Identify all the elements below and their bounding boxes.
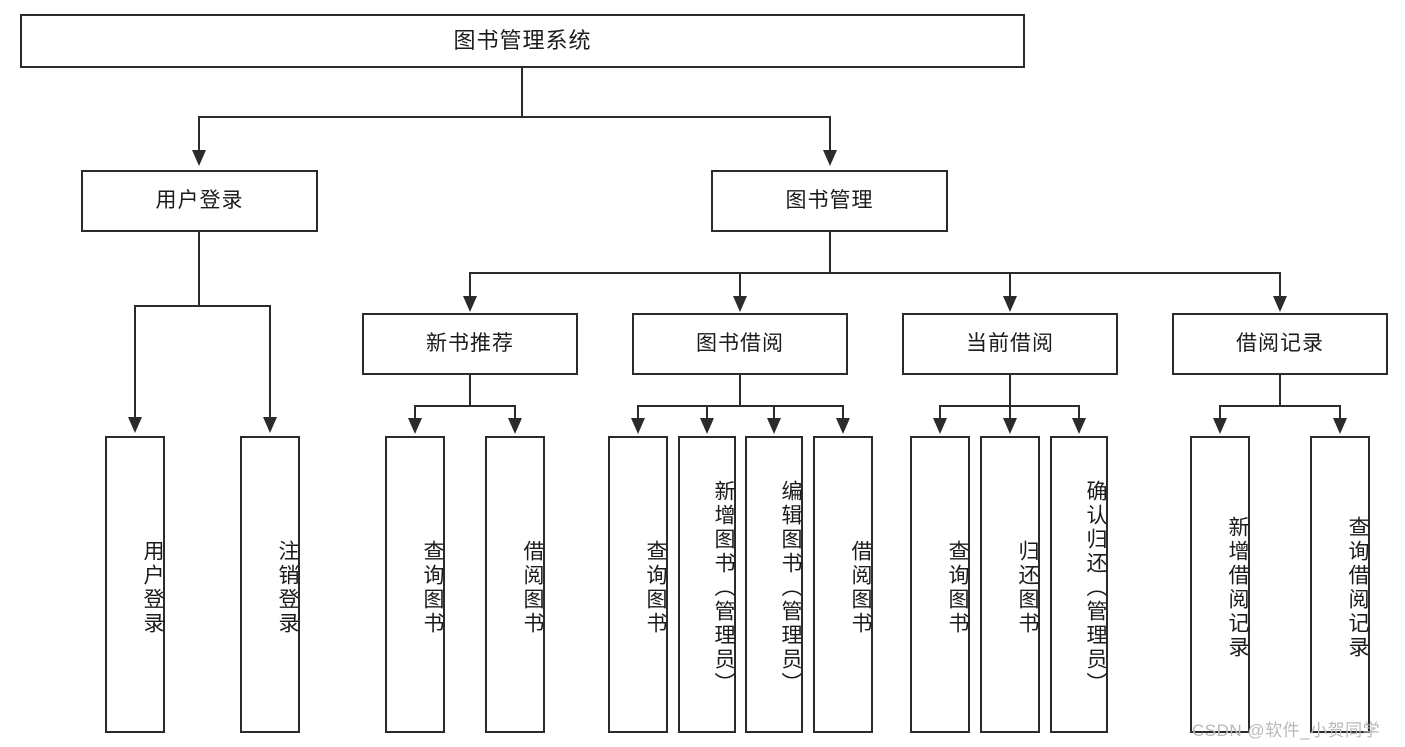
node-label: 用户登录 bbox=[155, 189, 244, 213]
arrowhead-leaf-add-book bbox=[700, 418, 714, 434]
connector-user-login-bus bbox=[134, 305, 270, 307]
leaf-add-borrow-record[interactable]: 新增借阅记录 bbox=[1190, 436, 1250, 733]
connector-borrow-record-bus bbox=[1219, 405, 1340, 407]
leaf-return-book[interactable]: 归还图书 bbox=[980, 436, 1040, 733]
connector-drop-leaf-query-book-1 bbox=[414, 405, 416, 419]
arrowhead-leaf-add-record bbox=[1213, 418, 1227, 434]
leaf-query-book-current[interactable]: 查询图书 bbox=[910, 436, 970, 733]
arrowhead-borrow-record bbox=[1273, 296, 1287, 312]
arrowhead-book-borrow bbox=[733, 296, 747, 312]
node-label: 新书推荐 bbox=[426, 332, 514, 356]
connector-book-borrow-bus bbox=[637, 405, 843, 407]
node-label: 借阅图书 bbox=[521, 539, 544, 636]
leaf-borrow-book[interactable]: 借阅图书 bbox=[813, 436, 873, 733]
node-label: 新增图书（管理员） bbox=[712, 479, 735, 696]
connector-drop-leaf-add-record bbox=[1219, 405, 1221, 419]
arrowhead-leaf-logout bbox=[263, 417, 277, 433]
connector-drop-borrow-record bbox=[1279, 272, 1281, 297]
node-label: 图书借阅 bbox=[696, 332, 784, 356]
connector-drop-leaf-borrow-book-1 bbox=[514, 405, 516, 419]
connector-drop-leaf-add-book bbox=[706, 405, 708, 419]
connector-drop-book-manage bbox=[829, 116, 831, 152]
node-label: 查询图书 bbox=[946, 539, 969, 636]
connector-drop-leaf-borrow-book-2 bbox=[842, 405, 844, 419]
node-label: 借阅图书 bbox=[849, 539, 872, 636]
leaf-confirm-return-admin[interactable]: 确认归还（管理员） bbox=[1050, 436, 1108, 733]
connector-book-manage-trunk bbox=[829, 232, 831, 273]
arrowhead-leaf-edit-book bbox=[767, 418, 781, 434]
node-user-login[interactable]: 用户登录 bbox=[81, 170, 318, 232]
arrowhead-leaf-borrow-book-1 bbox=[508, 418, 522, 434]
arrowhead-leaf-query-book-2 bbox=[631, 418, 645, 434]
node-label: 查询图书 bbox=[644, 539, 667, 636]
connector-drop-new-book-rec bbox=[469, 272, 471, 297]
node-borrow-record[interactable]: 借阅记录 bbox=[1172, 313, 1388, 375]
connector-level1-bus bbox=[198, 116, 831, 118]
node-label: 图书管理系统 bbox=[453, 27, 592, 53]
connector-drop-leaf-confirm-return bbox=[1078, 405, 1080, 419]
arrowhead-leaf-return-book bbox=[1003, 418, 1017, 434]
arrowhead-leaf-query-book-3 bbox=[933, 418, 947, 434]
arrowhead-leaf-user-login bbox=[128, 417, 142, 433]
arrowhead-leaf-confirm-return bbox=[1072, 418, 1086, 434]
connector-drop-leaf-return-book bbox=[1009, 405, 1011, 419]
node-book-borrow[interactable]: 图书借阅 bbox=[632, 313, 848, 375]
connector-drop-leaf-user-login bbox=[134, 305, 136, 418]
arrowhead-leaf-query-book-1 bbox=[408, 418, 422, 434]
connector-new-book-rec-bus bbox=[414, 405, 515, 407]
connector-drop-user-login bbox=[198, 116, 200, 152]
node-new-book-recommend[interactable]: 新书推荐 bbox=[362, 313, 578, 375]
connector-book-borrow-trunk bbox=[739, 375, 741, 406]
node-label: 借阅记录 bbox=[1236, 332, 1324, 356]
connector-level2-bus bbox=[469, 272, 1280, 274]
node-label: 归还图书 bbox=[1016, 539, 1039, 636]
connector-drop-leaf-logout bbox=[269, 305, 271, 418]
connector-new-book-rec-trunk bbox=[469, 375, 471, 406]
node-current-borrow[interactable]: 当前借阅 bbox=[902, 313, 1118, 375]
connector-drop-book-borrow bbox=[739, 272, 741, 297]
node-label: 编辑图书（管理员） bbox=[779, 479, 802, 696]
node-label: 新增借阅记录 bbox=[1226, 515, 1249, 660]
arrowhead-new-book-rec bbox=[463, 296, 477, 312]
arrowhead-leaf-borrow-book-2 bbox=[836, 418, 850, 434]
connector-root-trunk bbox=[521, 68, 523, 117]
arrowhead-user-login bbox=[192, 150, 206, 166]
arrowhead-current-borrow bbox=[1003, 296, 1017, 312]
connector-drop-leaf-query-record bbox=[1339, 405, 1341, 419]
leaf-query-book-newbook[interactable]: 查询图书 bbox=[385, 436, 445, 733]
csdn-watermark: CSDN @软件_小贺同学 bbox=[1192, 721, 1381, 740]
node-label: 查询图书 bbox=[421, 539, 444, 636]
leaf-query-borrow-record[interactable]: 查询借阅记录 bbox=[1310, 436, 1370, 733]
leaf-user-login[interactable]: 用户登录 bbox=[105, 436, 165, 733]
connector-borrow-record-trunk bbox=[1279, 375, 1281, 406]
node-label: 图书管理 bbox=[785, 189, 874, 213]
connector-current-borrow-trunk bbox=[1009, 375, 1011, 406]
leaf-add-book-admin[interactable]: 新增图书（管理员） bbox=[678, 436, 736, 733]
leaf-logout[interactable]: 注销登录 bbox=[240, 436, 300, 733]
leaf-edit-book-admin[interactable]: 编辑图书（管理员） bbox=[745, 436, 803, 733]
connector-drop-leaf-query-book-2 bbox=[637, 405, 639, 419]
leaf-query-book-borrow[interactable]: 查询图书 bbox=[608, 436, 668, 733]
connector-drop-leaf-edit-book bbox=[773, 405, 775, 419]
connector-user-login-trunk bbox=[198, 232, 200, 306]
node-label: 确认归还（管理员） bbox=[1084, 479, 1107, 696]
arrowhead-leaf-query-record bbox=[1333, 418, 1347, 434]
node-label: 用户登录 bbox=[141, 539, 164, 636]
node-label: 注销登录 bbox=[276, 539, 299, 636]
connector-drop-leaf-query-book-3 bbox=[939, 405, 941, 419]
arrowhead-book-manage bbox=[823, 150, 837, 166]
node-label: 查询借阅记录 bbox=[1346, 515, 1369, 660]
connector-drop-current-borrow bbox=[1009, 272, 1011, 297]
leaf-borrow-book-newbook[interactable]: 借阅图书 bbox=[485, 436, 545, 733]
node-root-system[interactable]: 图书管理系统 bbox=[20, 14, 1025, 68]
node-book-management[interactable]: 图书管理 bbox=[711, 170, 948, 232]
node-label: 当前借阅 bbox=[966, 332, 1054, 356]
